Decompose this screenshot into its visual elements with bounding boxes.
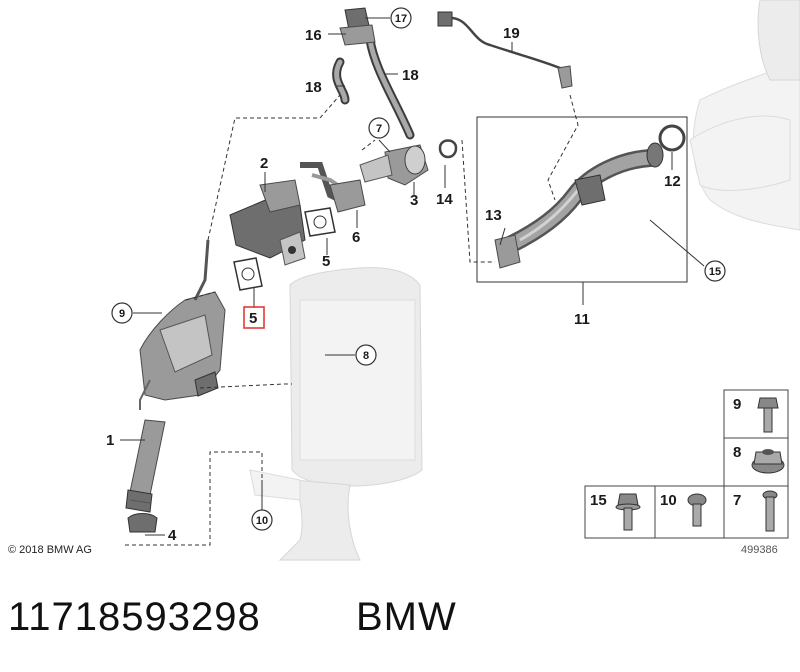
callout-15-text: 15 <box>709 266 721 278</box>
fastener-legend: 9 8 15 10 7 <box>584 389 789 539</box>
bolt-15-icon <box>615 493 641 531</box>
callout-10-text: 10 <box>256 515 268 527</box>
callout-7-text: 7 <box>376 123 382 135</box>
sensor-cable <box>437 11 573 89</box>
callout-7: 7 <box>368 117 390 139</box>
label-13: 13 <box>485 207 502 224</box>
nut-8-icon <box>751 449 785 474</box>
copyright-text: © 2018 BMW AG <box>8 544 92 556</box>
bolt-9-icon <box>757 397 779 433</box>
pipe-group-frame <box>476 116 688 283</box>
callout-8-text: 8 <box>363 350 369 362</box>
ghost-engine-parts <box>249 0 800 561</box>
label-5-highlighted: 5 <box>249 310 257 327</box>
label-19: 19 <box>503 25 520 42</box>
label-18-right: 18 <box>402 67 419 84</box>
gasket-upper <box>304 207 336 237</box>
intake-pipe <box>494 142 664 269</box>
clamp <box>438 139 458 159</box>
o-ring <box>658 124 686 152</box>
image-number: 499386 <box>741 544 778 556</box>
label-2: 2 <box>260 155 268 172</box>
label-1: 1 <box>106 432 114 449</box>
reference-lines <box>125 94 579 546</box>
bolt-7-icon <box>762 490 778 532</box>
label-12: 12 <box>664 173 681 190</box>
gasket-lower <box>233 257 263 291</box>
label-18-left: 18 <box>305 79 322 96</box>
part-number: 11718593298 <box>8 595 261 639</box>
legend-8: 8 <box>733 444 741 461</box>
label-3: 3 <box>410 192 418 209</box>
screw-10-icon <box>687 493 707 527</box>
callout-17: 17 <box>390 7 412 29</box>
legend-10: 10 <box>660 492 677 509</box>
leader-lines <box>120 17 705 536</box>
highlight-box <box>243 306 265 329</box>
label-4: 4 <box>168 527 177 544</box>
legend-9: 9 <box>733 396 741 413</box>
label-5-upper: 5 <box>322 253 330 270</box>
flange-pipe <box>359 144 429 186</box>
legend-7: 7 <box>733 492 741 509</box>
label-11: 11 <box>574 311 590 328</box>
callout-10: 10 <box>251 509 273 531</box>
callout-17-text: 17 <box>395 13 407 25</box>
callout-15: 15 <box>704 260 726 282</box>
coolant-hoses <box>332 7 415 140</box>
brand-name: BMW <box>356 595 457 639</box>
label-6: 6 <box>352 229 360 246</box>
label-16: 16 <box>305 27 322 44</box>
egr-actuator <box>229 179 306 266</box>
exhaust-pipe <box>125 239 226 533</box>
egr-pipe <box>300 162 366 213</box>
callout-9: 9 <box>111 302 133 324</box>
callout-9-text: 9 <box>119 308 125 320</box>
label-14: 14 <box>436 191 453 208</box>
callout-8: 8 <box>355 344 377 366</box>
legend-15: 15 <box>590 492 607 509</box>
